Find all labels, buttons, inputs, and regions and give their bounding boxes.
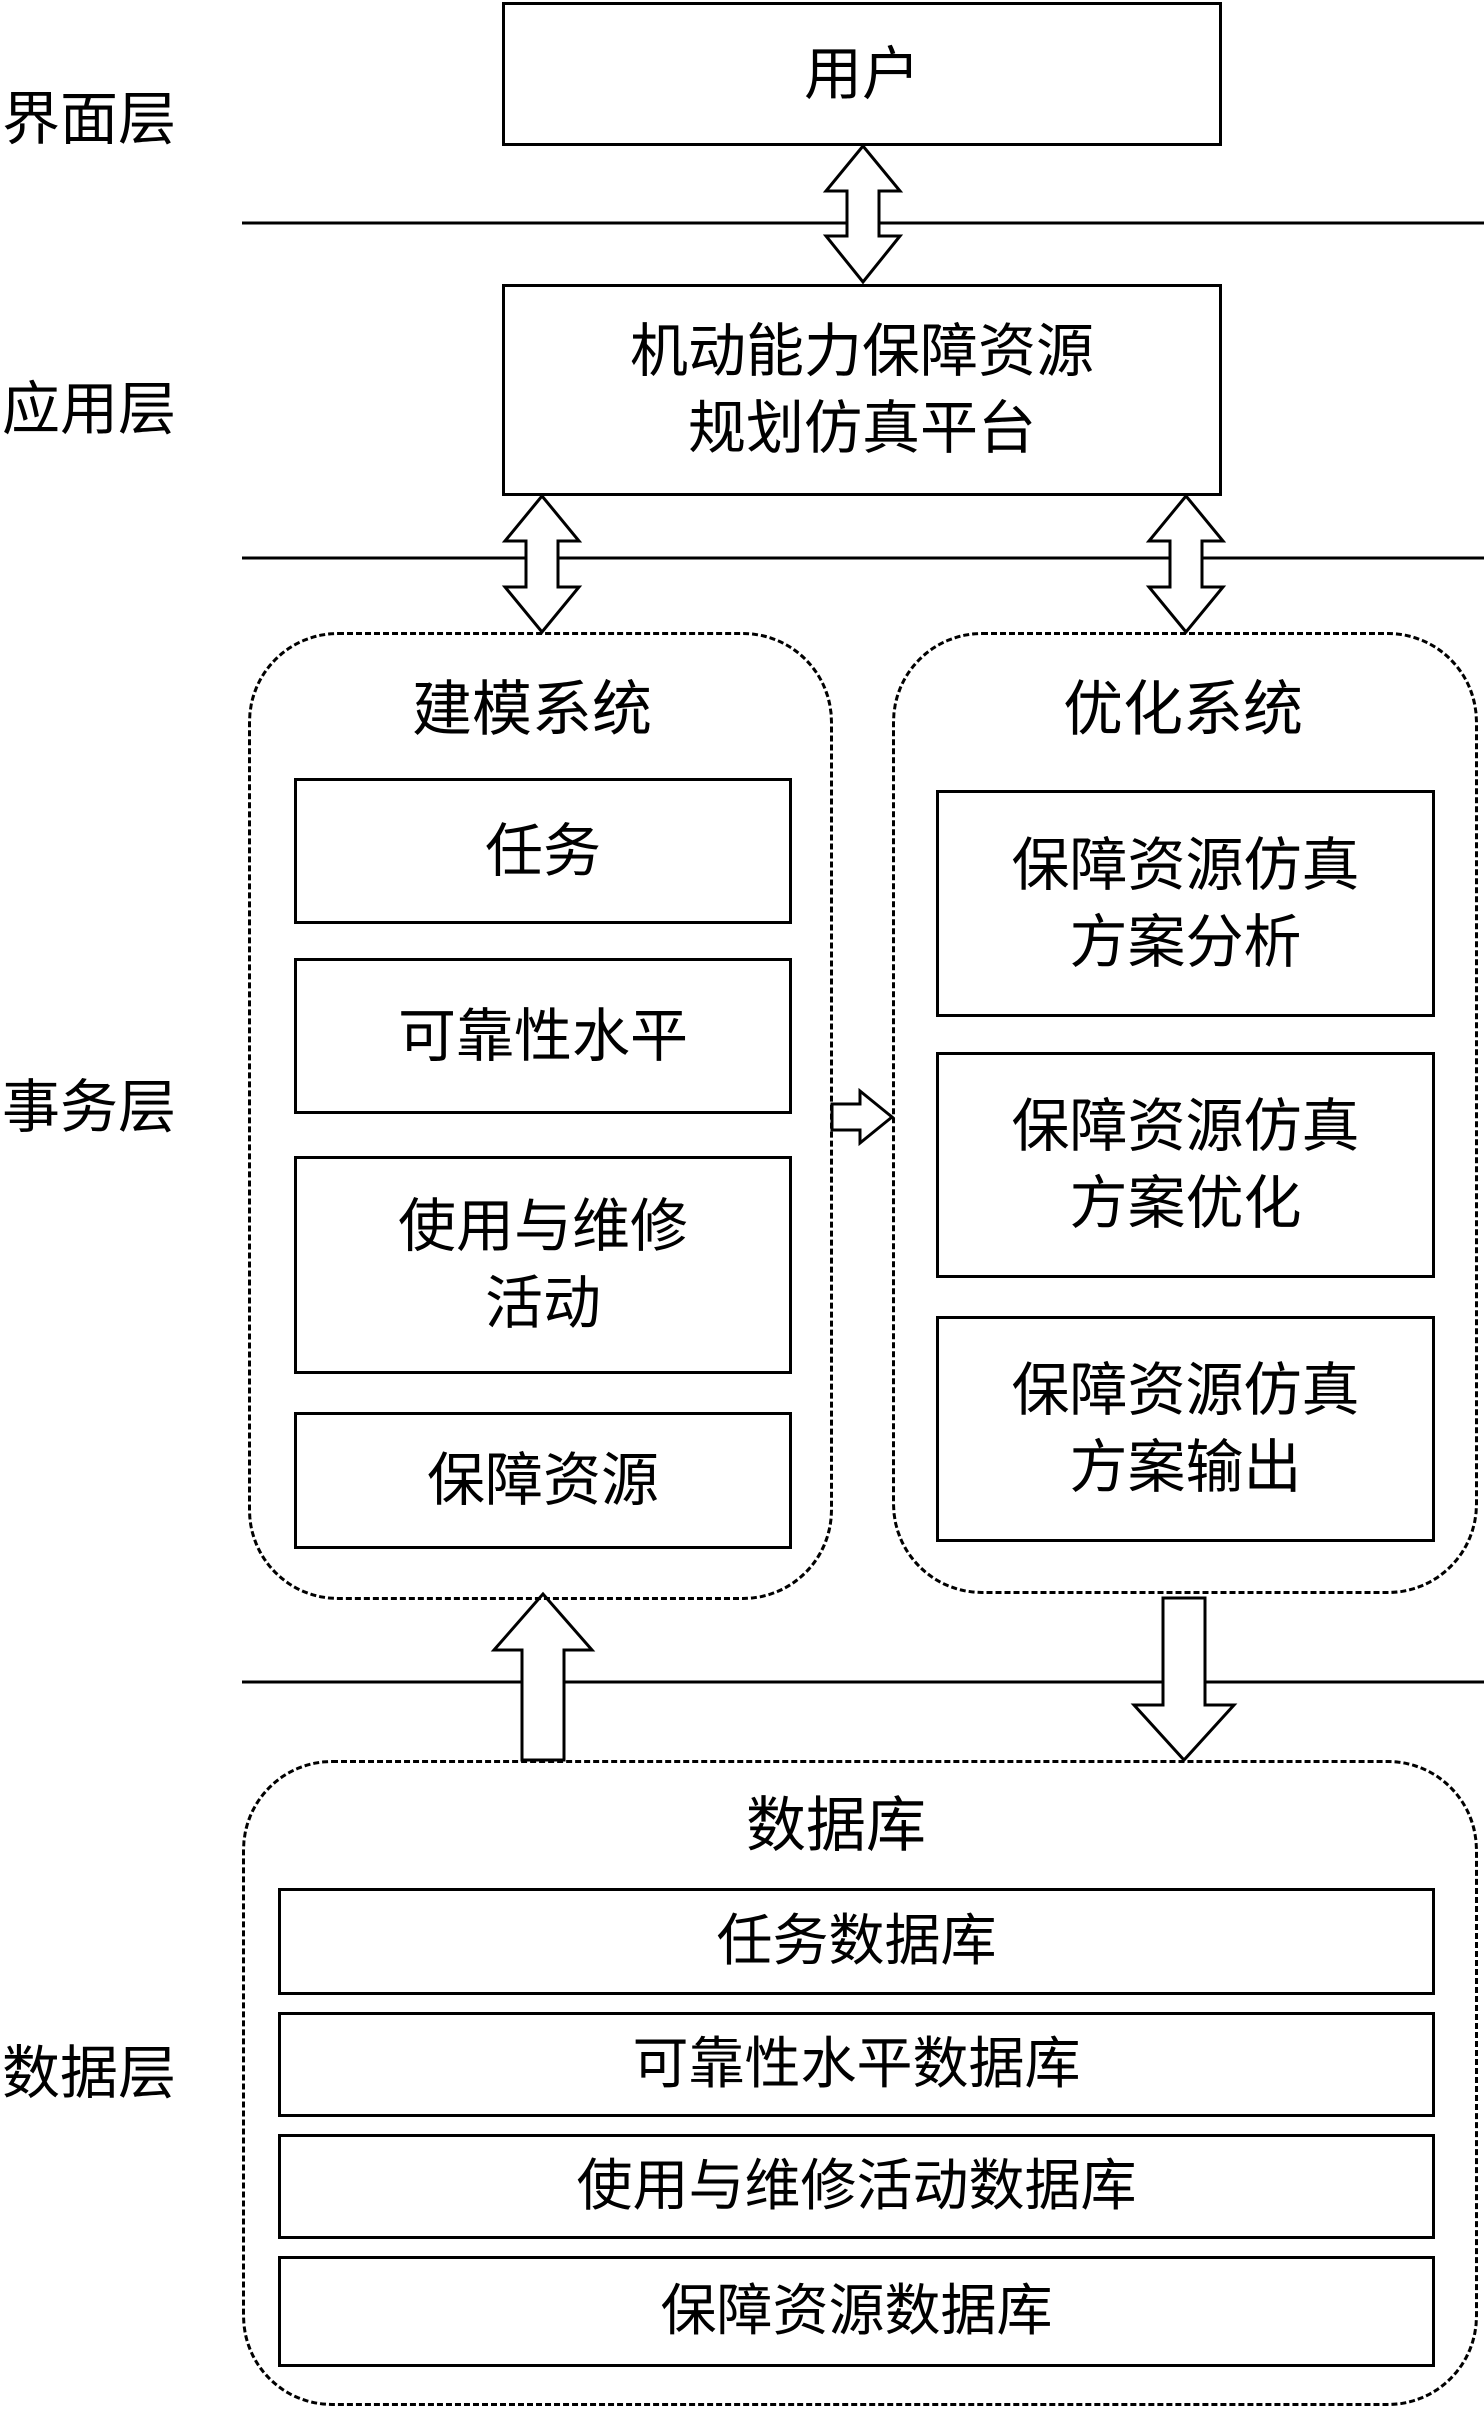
modeling-system-group (248, 632, 833, 1600)
modeling-item-reliability-label: 可靠性水平 (397, 1001, 688, 1070)
arrow-database-to-modeling (490, 1591, 596, 1762)
database-group (242, 1760, 1478, 2406)
user-box-label: 用户 (803, 39, 920, 108)
optimization-item-optimization: 保障资源仿真 方案优化 (936, 1052, 1435, 1278)
user-box: 用户 (502, 2, 1222, 146)
modeling-item-use-maintenance-line-2: 活动 (484, 1269, 601, 1337)
optimization-item-output-line-2: 方案输出 (1069, 1433, 1302, 1501)
double-arrow-user-platform (822, 143, 904, 285)
layer-label-data: 数据层 (2, 2039, 177, 2107)
platform-box-line-2: 规划仿真平台 (687, 394, 1036, 462)
optimization-system-group (892, 632, 1478, 1594)
database-item-task-label: 任务数据库 (716, 1908, 997, 1974)
double-arrow-platform-optimization (1145, 493, 1227, 635)
database-item-support-resources-label: 保障资源数据库 (660, 2278, 1053, 2344)
modeling-item-task: 任务 (294, 778, 792, 924)
database-item-reliability: 可靠性水平数据库 (278, 2012, 1435, 2117)
optimization-system-title: 优化系统 (1063, 675, 1303, 745)
layer-label-business: 事务层 (2, 1073, 177, 1141)
modeling-item-use-maintenance-line-1: 使用与维修 (397, 1192, 688, 1261)
platform-box-line-1: 机动能力保障资源 (629, 317, 1094, 386)
arrow-modeling-to-optimization (830, 1087, 895, 1147)
double-arrow-platform-modeling (501, 493, 583, 635)
database-item-reliability-label: 可靠性水平数据库 (632, 2031, 1081, 2097)
database-item-task: 任务数据库 (278, 1888, 1435, 1995)
database-item-use-maintenance: 使用与维修活动数据库 (278, 2134, 1435, 2239)
platform-box: 机动能力保障资源 规划仿真平台 (502, 284, 1222, 496)
optimization-item-output-line-1: 保障资源仿真 (1011, 1356, 1360, 1425)
optimization-item-analysis-line-2: 方案分析 (1069, 907, 1302, 976)
modeling-system-title: 建模系统 (412, 675, 652, 745)
database-item-support-resources: 保障资源数据库 (278, 2256, 1435, 2367)
arrow-optimization-to-database (1130, 1596, 1238, 1763)
database-item-use-maintenance-label: 使用与维修活动数据库 (576, 2153, 1137, 2219)
modeling-item-use-maintenance: 使用与维修 活动 (294, 1156, 792, 1374)
optimization-item-analysis-line-1: 保障资源仿真 (1011, 830, 1360, 899)
optimization-item-output: 保障资源仿真 方案输出 (936, 1316, 1435, 1542)
layer-label-app: 应用层 (2, 375, 177, 443)
modeling-item-support-resources-label: 保障资源 (426, 1446, 659, 1515)
database-title: 数据库 (746, 1791, 926, 1861)
optimization-item-analysis: 保障资源仿真 方案分析 (936, 790, 1435, 1017)
modeling-item-task-label: 任务 (484, 816, 601, 885)
optimization-item-optimization-line-2: 方案优化 (1069, 1169, 1302, 1237)
layer-label-ui: 界面层 (2, 85, 177, 153)
modeling-item-support-resources: 保障资源 (294, 1412, 792, 1549)
optimization-item-optimization-line-1: 保障资源仿真 (1011, 1092, 1360, 1161)
modeling-item-reliability: 可靠性水平 (294, 958, 792, 1114)
